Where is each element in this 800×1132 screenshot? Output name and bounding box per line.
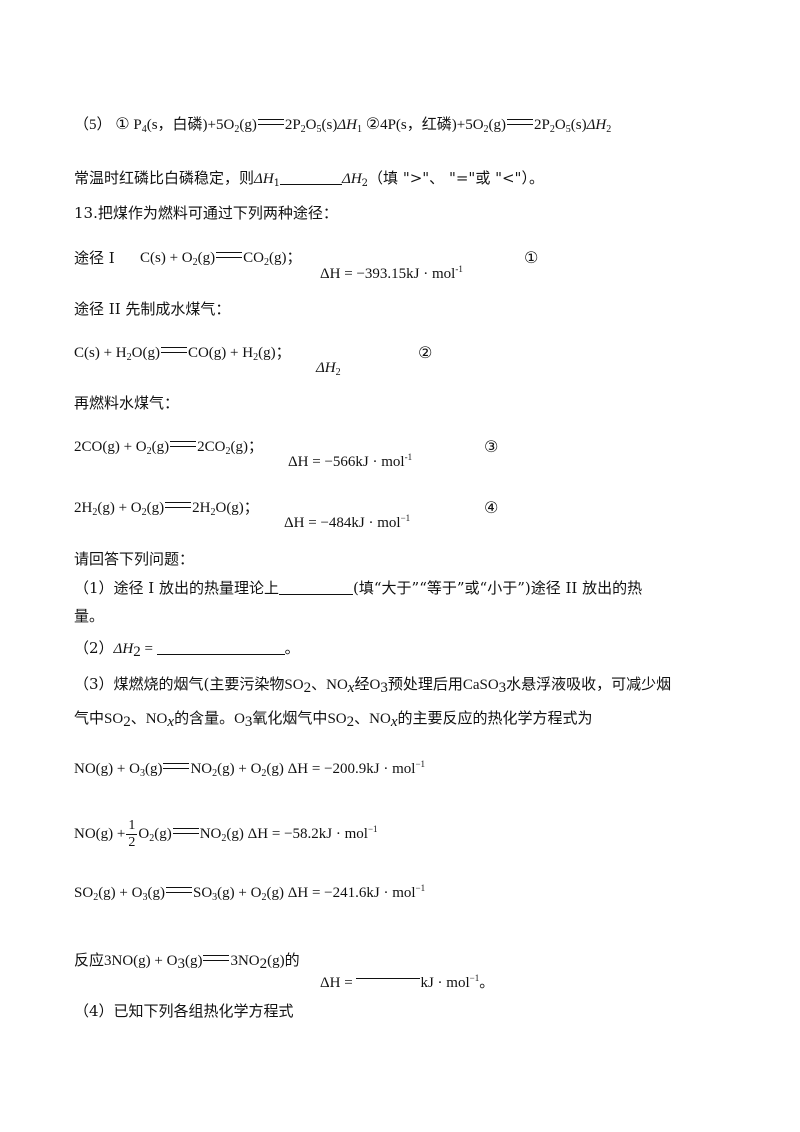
equation-2-dh: ΔH2 bbox=[316, 360, 341, 378]
route1-number: ① bbox=[524, 248, 539, 267]
equals-sign bbox=[216, 252, 243, 258]
target-dh: ΔH = kJ · mol−1。 bbox=[320, 964, 494, 993]
equation-2: C(s) + H2O(g)CO(g) + H2(g)； bbox=[74, 345, 291, 363]
part-2: （2）ΔH2 = 。 bbox=[74, 639, 300, 660]
equals-sign bbox=[507, 119, 534, 125]
equation-3-number: ③ bbox=[484, 437, 499, 456]
part-1: （1）途径 I 放出的热量理论上(填“大于”“等于”或“小于”)途径 II 放出… bbox=[74, 579, 643, 597]
burn-label: 再燃料水煤气： bbox=[74, 394, 180, 412]
equals-sign bbox=[165, 502, 192, 508]
equation-4-dh: ΔH = −484kJ · mol−1 bbox=[284, 513, 411, 532]
equals-sign bbox=[163, 763, 190, 769]
part-3: （3）煤燃烧的烟气(主要污染物SO2、NOx经O3预处理后用CaSO3水悬浮液吸… bbox=[74, 675, 672, 696]
equation-4-number: ④ bbox=[484, 498, 499, 517]
equals-sign bbox=[165, 887, 192, 893]
answer-blank-p1[interactable] bbox=[279, 580, 354, 595]
answer-blank-p2[interactable] bbox=[156, 640, 285, 655]
equation-3: 2CO(g) + O2(g)2CO2(g)； bbox=[74, 439, 263, 457]
q5-eq1-number: ① bbox=[115, 114, 130, 133]
target-reaction: 反应3NO(g) + O3(g)3NO2(g)的 bbox=[74, 951, 300, 972]
equation-2-number: ② bbox=[418, 343, 433, 362]
answer-blank-q5[interactable] bbox=[280, 170, 343, 185]
route2-label: 途径 II 先制成水煤气： bbox=[74, 300, 231, 318]
q13-title: 13.把煤作为燃料可通过下列两种途径： bbox=[74, 204, 338, 222]
reaction-3: SO2(g) + O3(g)SO3(g) + O2(g) ΔH = −241.6… bbox=[74, 883, 426, 903]
route1-equation: C(s) + O2(g)CO2(g)； bbox=[140, 250, 302, 268]
part-4: （4）已知下列各组热化学方程式 bbox=[74, 1002, 294, 1020]
answer-blank-p3[interactable] bbox=[356, 964, 421, 979]
equals-sign bbox=[172, 827, 199, 834]
equation-4: 2H2(g) + O2(g)2H2O(g)； bbox=[74, 500, 259, 518]
equals-sign bbox=[257, 119, 284, 125]
q5-equations: （5） ① P4(s，白磷)+5O2(g)2P2O5(s)ΔH1 ②4P(s，红… bbox=[74, 114, 612, 135]
q5-label: （5） bbox=[74, 117, 112, 133]
equals-sign bbox=[160, 347, 187, 353]
route1-dh: ΔH = −393.15kJ · mol-1 bbox=[320, 264, 463, 283]
q5-eq2-number: ② bbox=[365, 114, 381, 133]
equation-3-dh: ΔH = −566kJ · mol-1 bbox=[288, 452, 413, 471]
part-1-cont: 量。 bbox=[74, 607, 105, 625]
equals-sign bbox=[170, 441, 197, 447]
reaction-1: NO(g) + O3(g)NO2(g) + O2(g) ΔH = −200.9k… bbox=[74, 759, 426, 779]
ask-text: 请回答下列问题： bbox=[74, 550, 195, 568]
part-3-cont: 气中SO2、NOx的含量。O3氧化烟气中SO2、NOx的主要反应的热化学方程式为 bbox=[74, 709, 593, 730]
equals-sign bbox=[203, 955, 230, 961]
route1-label: 途径 I bbox=[74, 249, 115, 267]
